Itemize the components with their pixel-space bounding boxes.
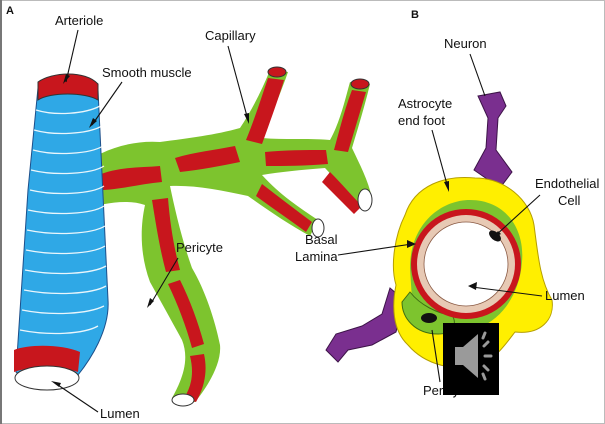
label-arteriole: Arteriole <box>55 13 103 28</box>
panel-a: A <box>6 5 372 421</box>
label-endothelial-1: Endothelial <box>535 176 599 191</box>
label-astrocyte-1: Astrocyte <box>398 96 452 111</box>
label-lumen-b: Lumen <box>545 288 585 303</box>
label-neuron: Neuron <box>444 36 487 51</box>
neuron-upper <box>474 92 512 188</box>
panel-a-letter: A <box>6 5 14 17</box>
label-capillary: Capillary <box>205 28 256 43</box>
label-endothelial-2: Cell <box>558 193 581 208</box>
label-astrocyte-2: end foot <box>398 113 445 128</box>
speaker-button[interactable] <box>443 323 499 395</box>
label-smooth-muscle: Smooth muscle <box>102 65 192 80</box>
label-basal-1: Basal <box>305 232 338 247</box>
label-pericyte-a: Pericyte <box>176 240 223 255</box>
neuron-lower <box>326 288 404 362</box>
label-basal-2: Lamina <box>295 249 338 264</box>
label-lumen-a: Lumen <box>100 406 140 421</box>
panel-b-letter: B <box>411 9 419 21</box>
